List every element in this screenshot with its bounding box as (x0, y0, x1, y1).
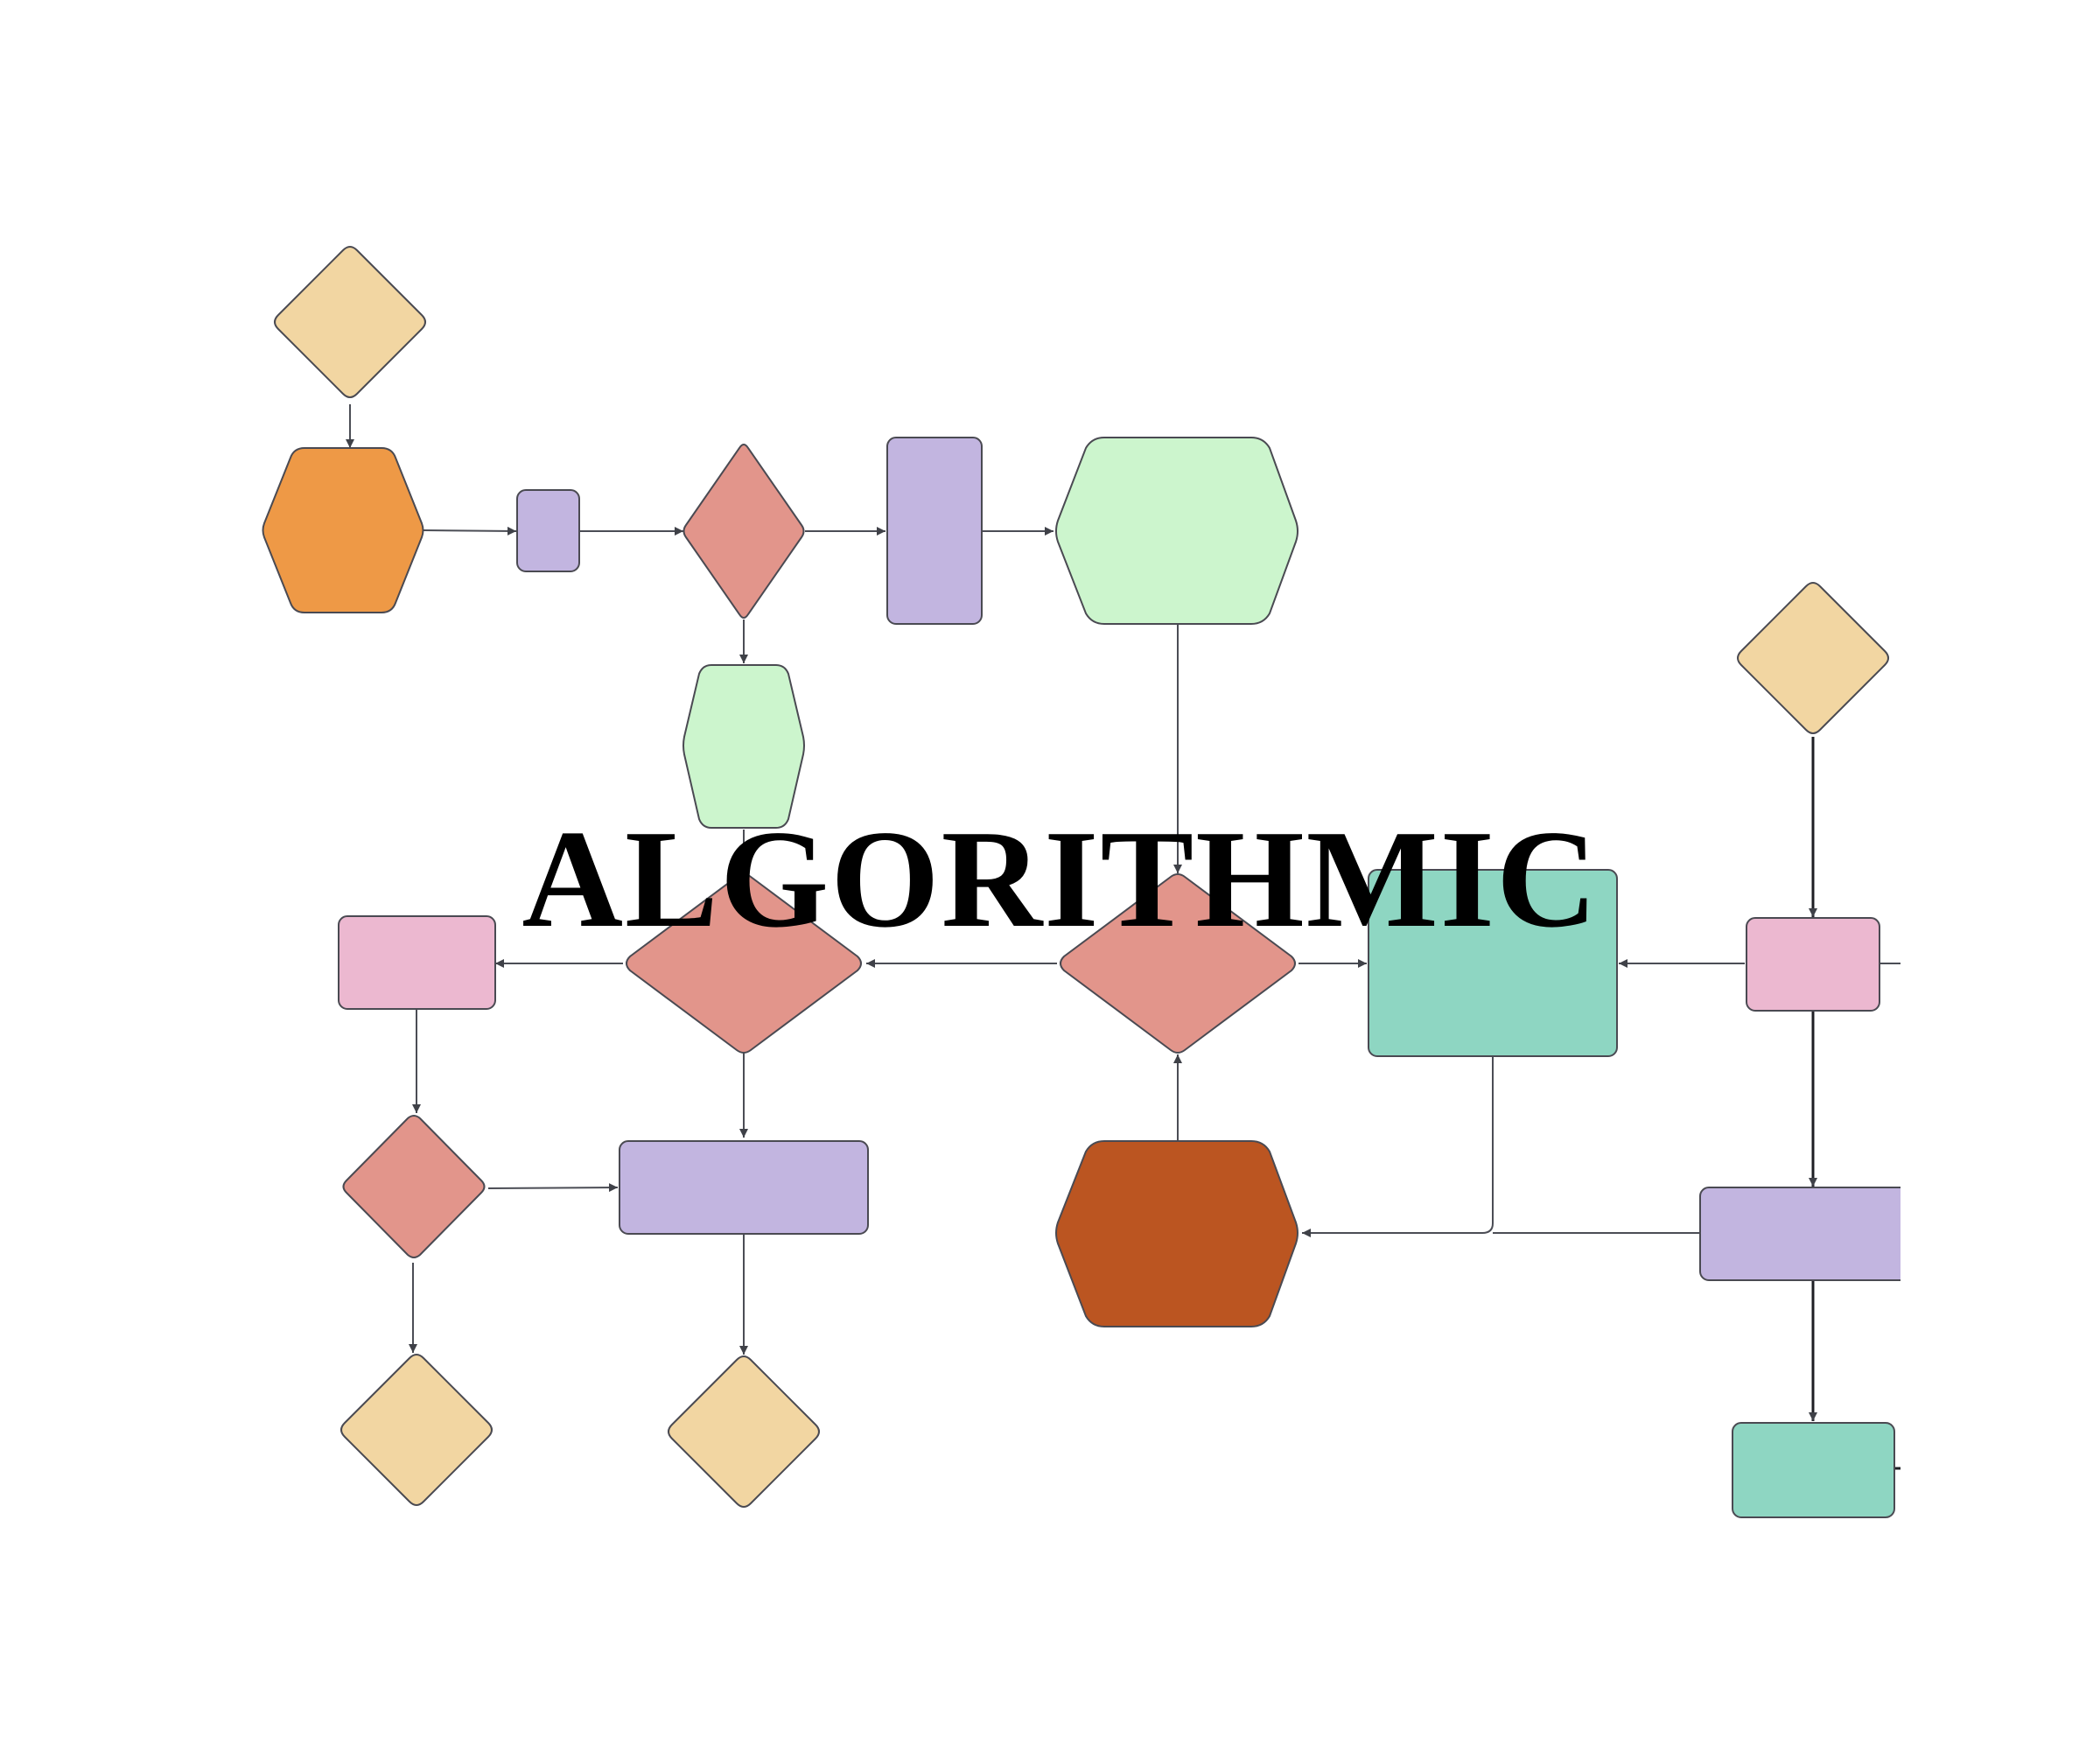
connector-small-diamond-to-wide-lavender (487, 1183, 619, 1193)
banner-title: ALGORITHMIC (522, 801, 1600, 956)
lavender-box-small[interactable] (516, 489, 580, 572)
nodes (262, 246, 2100, 1540)
connectors (346, 404, 1900, 1470)
lavender-box-tall[interactable] (886, 437, 983, 625)
orange-hexagon[interactable] (262, 447, 424, 613)
salmon-diamond-top[interactable] (682, 444, 805, 619)
mint-hexagon-large[interactable] (1055, 437, 1298, 625)
lavender-box-wide[interactable] (619, 1140, 869, 1235)
right-edge-mask (1900, 910, 2100, 1540)
connector-orange-hex-to-small-lavender (423, 526, 517, 536)
rust-hexagon[interactable] (1055, 1140, 1298, 1327)
sand-diamond-bottom-left[interactable] (340, 1354, 493, 1506)
salmon-diamond-left[interactable] (626, 873, 862, 1054)
sand-diamond-top-left[interactable] (274, 246, 426, 398)
salmon-diamond-center[interactable] (1060, 873, 1296, 1054)
teal-box-large[interactable] (1368, 869, 1618, 1057)
salmon-diamond-small[interactable] (342, 1115, 486, 1258)
sand-diamond-right[interactable] (1737, 582, 1889, 734)
lavender-box-right[interactable] (1699, 1187, 1928, 1281)
mint-hexagon-small[interactable] (682, 664, 805, 829)
pink-box-left[interactable] (338, 915, 496, 1010)
teal-box-bottom-right[interactable] (1732, 1422, 1895, 1518)
sand-diamond-bottom-middle[interactable] (668, 1355, 820, 1508)
pink-box-right[interactable] (1746, 917, 1880, 1012)
connector-teal-rect-to-rust-hex (1302, 1057, 1494, 1237)
